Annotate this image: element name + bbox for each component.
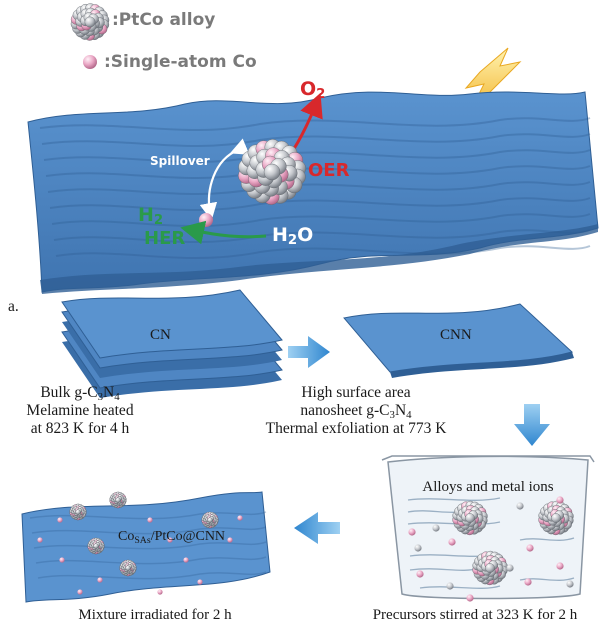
precursors-caption: Precursors stirred at 323 K for 2 h bbox=[372, 607, 578, 623]
spillover-arrow bbox=[199, 138, 250, 221]
spillover-label: Spillover bbox=[150, 154, 210, 168]
legend-alloy-label: :PtCo alloy bbox=[112, 10, 216, 30]
h2-label: H2 bbox=[138, 204, 164, 228]
single-atom-co-top bbox=[199, 213, 213, 227]
panel-label: a. bbox=[8, 298, 19, 315]
mixture-caption: Mixture irradiated for 2 h bbox=[78, 607, 232, 623]
bulk-cn-stack bbox=[61, 289, 283, 398]
oer-label: OER bbox=[308, 160, 350, 181]
arrow-beaker-to-product bbox=[294, 512, 340, 544]
o2-label: O2 bbox=[300, 78, 326, 102]
cn-label: CN bbox=[150, 327, 171, 343]
beaker-label: Alloys and metal ions bbox=[422, 479, 554, 495]
arrow-cnn-to-beaker bbox=[514, 404, 550, 446]
her-arrow bbox=[180, 220, 267, 245]
nanosheet-caption: High surface area nanosheet g-C3N4 Therm… bbox=[265, 384, 447, 437]
product-sheet bbox=[21, 491, 271, 603]
beaker bbox=[381, 455, 595, 602]
h2o-label: H2O bbox=[272, 224, 314, 248]
product-label: CoSAs/PtCo@CNN bbox=[118, 529, 226, 546]
her-label: HER bbox=[144, 228, 186, 249]
arrow-cn-to-cnn bbox=[288, 336, 330, 368]
legend-single-atom-icon bbox=[83, 55, 97, 69]
ptco-alloy-cluster bbox=[238, 139, 306, 205]
bulk-caption: Bulk g-C3N4 Melamine heated at 823 K for… bbox=[26, 384, 134, 437]
cnn-label: CNN bbox=[440, 327, 472, 343]
legend-single-atom-label: :Single-atom Co bbox=[104, 52, 257, 72]
legend-alloy-icon bbox=[70, 3, 110, 41]
